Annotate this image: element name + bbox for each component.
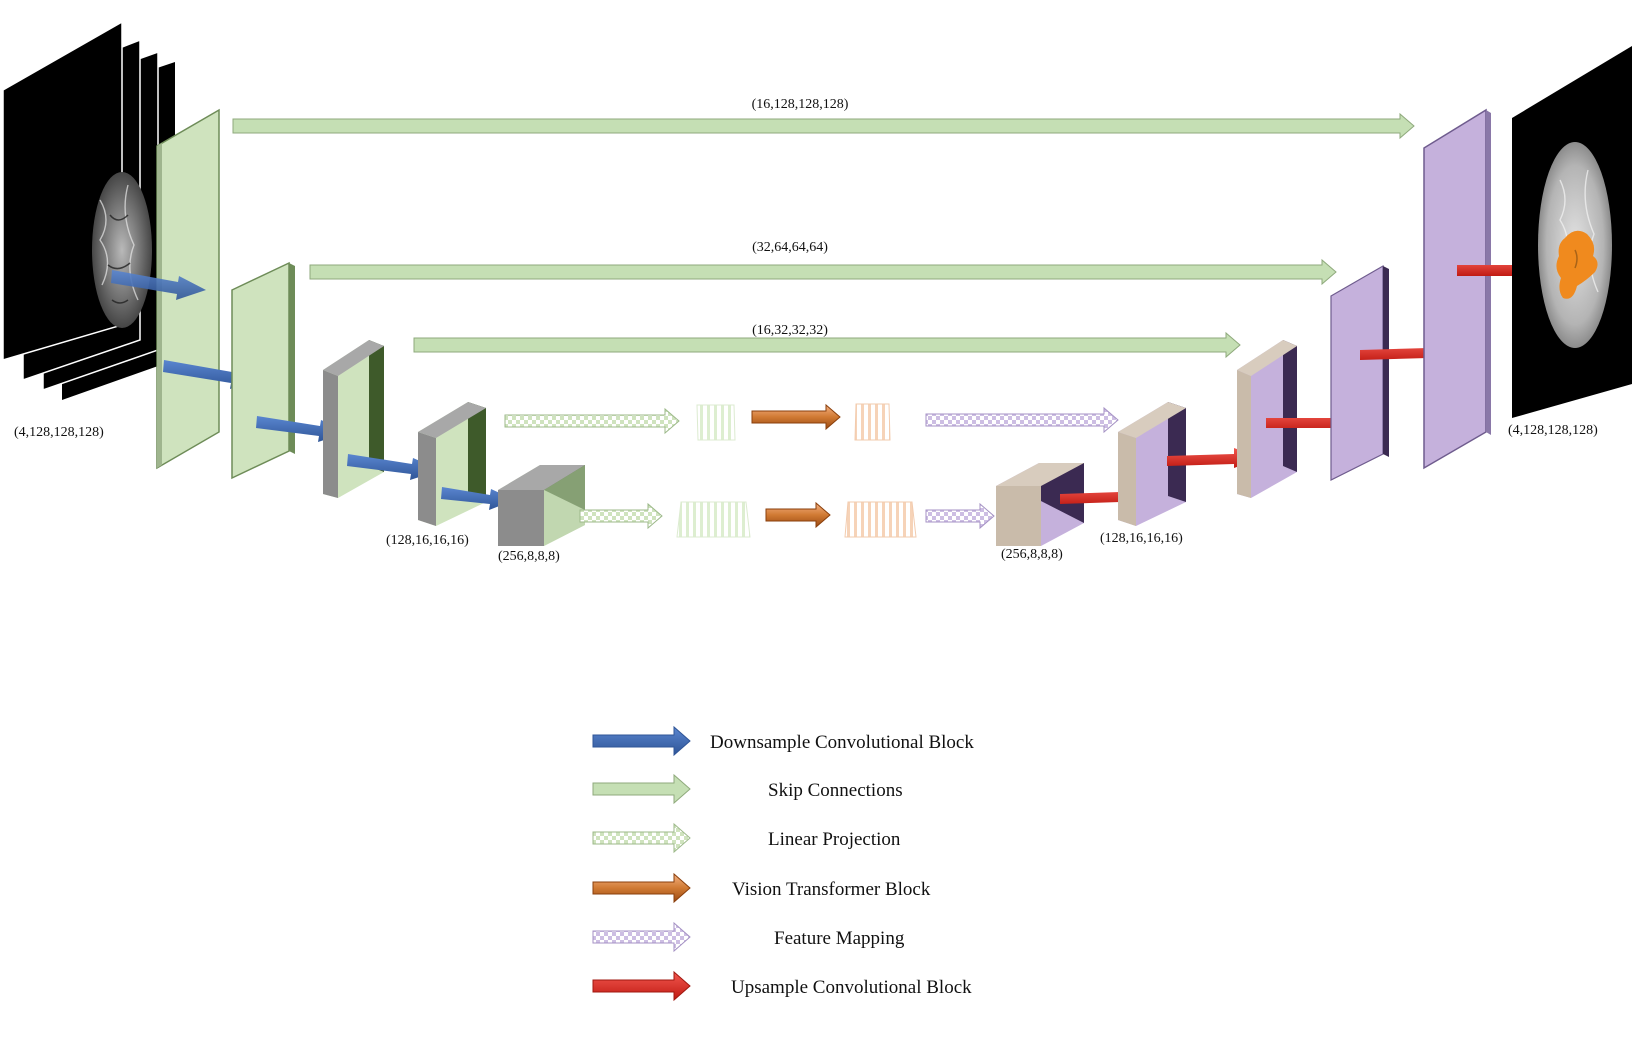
encoder-bottleneck-block — [498, 465, 585, 546]
legend-item-linear: Linear Projection — [592, 822, 901, 854]
decoder-layer-4 — [1118, 402, 1186, 526]
legend-swatch-upsample — [592, 970, 691, 1002]
encoder-layer-4 — [418, 402, 486, 526]
skip-label-2: (32,64,64,64) — [752, 240, 828, 255]
encoder-shape-label-1: (128,16,16,16) — [386, 533, 469, 548]
linear-projection-arrow-2 — [579, 502, 663, 530]
legend-item-skip: Skip Connections — [592, 773, 903, 805]
legend-item-downsample: Downsample Convolutional Block — [592, 725, 974, 757]
decoder-shape-label-1: (256,8,8,8) — [1001, 547, 1063, 562]
legend-label-feature: Feature Mapping — [774, 928, 905, 949]
encoder-shape-label-2: (256,8,8,8) — [498, 549, 560, 564]
legend-swatch-downsample — [592, 725, 691, 757]
legend-swatch-vit — [592, 872, 691, 904]
skip-connection-arrow-3 — [413, 331, 1241, 359]
feature-mapping-arrow-1 — [925, 406, 1119, 434]
legend-label-vit: Vision Transformer Block — [732, 879, 931, 900]
input-shape-label: (4,128,128,128) — [14, 425, 104, 440]
legend-item-vit: Vision Transformer Block — [592, 872, 931, 904]
patch-embedding-1 — [696, 404, 736, 441]
skip-label-1: (16,128,128,128) — [752, 97, 849, 112]
output-segmentation-slice — [1512, 46, 1632, 418]
legend-label-downsample: Downsample Convolutional Block — [710, 732, 974, 753]
upsample-arrow-5 — [1457, 260, 1514, 276]
encoder-layer-3 — [323, 340, 384, 498]
decoder-bottleneck-block — [996, 463, 1084, 546]
vit-output-1 — [854, 403, 891, 441]
legend-label-skip: Skip Connections — [768, 780, 903, 801]
legend-label-linear: Linear Projection — [768, 829, 901, 850]
feature-mapping-arrow-2 — [925, 502, 995, 530]
legend-swatch-skip — [592, 773, 691, 805]
legend: Downsample Convolutional Block Skip Conn… — [592, 725, 974, 1002]
skip-connection-arrow-1 — [232, 112, 1415, 140]
skip-label-3: (16,32,32,32) — [752, 323, 828, 338]
decoder-shape-label-2: (128,16,16,16) — [1100, 531, 1183, 546]
patch-embedding-2 — [676, 501, 751, 538]
vit-output-2 — [844, 501, 917, 538]
downsample-arrow-1 — [111, 270, 206, 300]
downsample-arrow-5 — [441, 487, 515, 510]
tumor-segmentation — [1556, 230, 1598, 299]
input-brain-slice — [92, 172, 152, 328]
downsample-arrow-4 — [347, 454, 441, 480]
decoder-layer-2 — [1330, 264, 1389, 481]
input-mri-stack — [2, 20, 175, 400]
output-shape-label: (4,128,128,128) — [1508, 423, 1598, 438]
linear-projection-arrow-1 — [504, 407, 680, 435]
vit-block-arrow-1 — [751, 403, 841, 431]
legend-item-upsample: Upsample Convolutional Block — [592, 970, 972, 1002]
vit-block-arrow-2 — [765, 501, 831, 529]
decoder-layer-1 — [1423, 108, 1491, 470]
encoder-layer-2 — [231, 261, 295, 480]
skip-connection-arrow-2 — [309, 258, 1337, 286]
legend-swatch-feature — [592, 921, 691, 953]
legend-item-feature: Feature Mapping — [592, 921, 905, 953]
legend-swatch-linear — [592, 822, 691, 854]
legend-label-upsample: Upsample Convolutional Block — [731, 977, 972, 998]
